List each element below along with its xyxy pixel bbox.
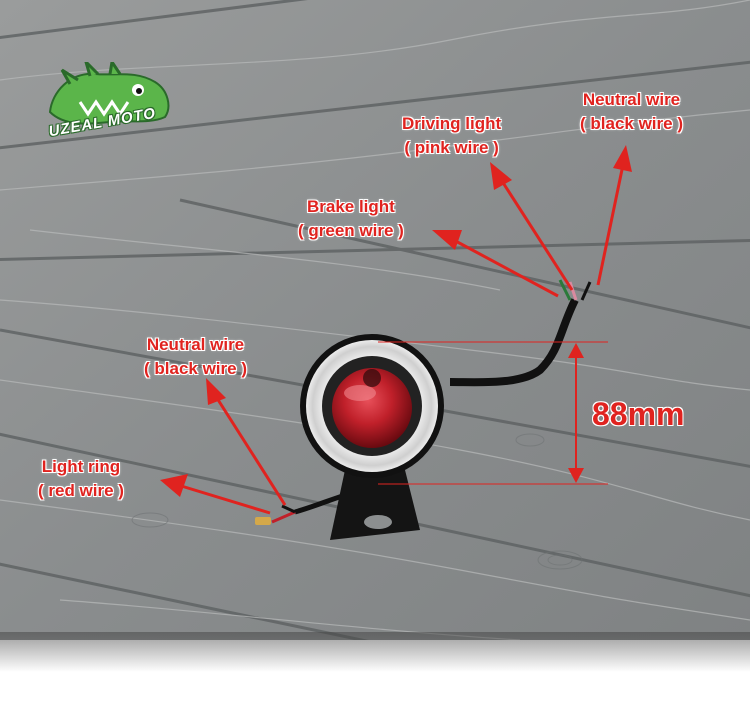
black-wire-top [580, 281, 592, 301]
wire-bundle [449, 298, 579, 387]
arrow-driving [498, 177, 574, 291]
annotation-arrows [160, 145, 632, 515]
label-driving-light: Driving light ( pink wire ) [402, 112, 501, 160]
lens-center [363, 369, 381, 387]
dim-arrow-up [568, 343, 584, 358]
dim-arrow-down [568, 468, 584, 483]
label-neutral-wire-left: Neutral wire ( black wire ) [144, 333, 247, 381]
plank-seams [0, 0, 750, 640]
label-driving-title: Driving light [402, 114, 502, 133]
mount-bracket [330, 470, 420, 540]
dimension-value: 88mm [592, 396, 685, 432]
label-brake-light: Brake light ( green wire ) [298, 195, 404, 243]
label-ring-sub: ( red wire ) [38, 481, 124, 500]
green-wire [558, 279, 572, 301]
product-photo: UZEAL MOTO Neutral wire ( black wire ) D… [0, 0, 750, 640]
label-neutral-left-sub: ( black wire ) [144, 359, 247, 378]
wood-grain [0, 0, 750, 640]
arrow-neutral-top [596, 159, 626, 286]
label-driving-sub: ( pink wire ) [404, 138, 499, 157]
uzeal-moto-logo [48, 62, 170, 125]
red-wire [271, 510, 296, 524]
label-brake-title: Brake light [306, 197, 395, 216]
wood-background-and-light [0, 0, 750, 640]
label-neutral-wire-top: Neutral wire ( black wire ) [580, 88, 683, 136]
pink-wire [568, 281, 578, 301]
label-neutral-top-sub: ( black wire ) [580, 114, 683, 133]
bottom-shadow [0, 632, 750, 672]
wire-connector [255, 517, 271, 525]
label-neutral-top-title: Neutral wire [582, 90, 681, 109]
label-light-ring: Light ring ( red wire ) [38, 455, 124, 503]
arrow-ring [177, 483, 271, 515]
black-wire-left [281, 504, 296, 514]
label-ring-title: Light ring [41, 457, 121, 476]
arrow-neutral-left [213, 394, 287, 506]
label-neutral-left-title: Neutral wire [146, 335, 245, 354]
lens-highlight [344, 385, 376, 401]
wood-knots [131, 433, 583, 570]
label-brake-sub: ( green wire ) [298, 221, 404, 240]
bracket-hole [364, 515, 392, 529]
arrow-brake [449, 236, 559, 298]
